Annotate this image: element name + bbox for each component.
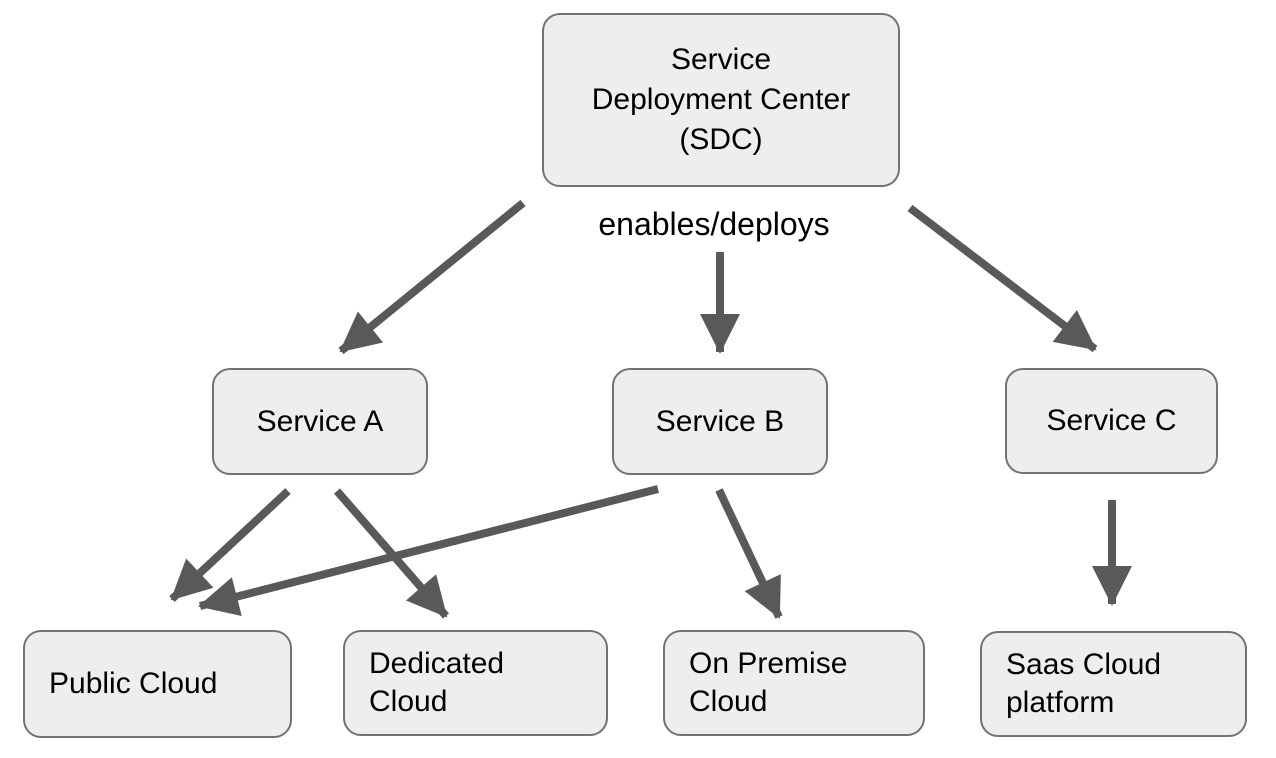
node-label-line: (SDC)	[679, 123, 763, 156]
node-label-line: Public Cloud	[49, 667, 218, 700]
node-service-deployment-center: Service Deployment Center (SDC)	[542, 13, 900, 187]
node-on-premise-cloud: On Premise Cloud	[663, 630, 925, 736]
edge-label-enables-deploys: enables/deploys	[598, 206, 830, 242]
node-label-line: Deployment Center	[591, 83, 851, 116]
node-service-c: Service C	[1005, 368, 1218, 474]
node-label-line: Cloud	[369, 685, 448, 718]
edge-service-a-to-public-cloud	[169, 488, 291, 602]
node-label-line: platform	[1006, 686, 1115, 719]
node-label-line: Dedicated	[369, 647, 505, 680]
node-service-a: Service A	[212, 368, 428, 475]
node-service-b: Service B	[612, 368, 828, 475]
edge-service-b-to-on-premise-cloud	[715, 488, 783, 619]
node-dedicated-cloud: Dedicated Cloud	[343, 630, 608, 736]
node-label-line: On Premise	[689, 647, 848, 680]
node-label-line: Service	[670, 43, 772, 76]
node-label-line: Cloud	[689, 685, 768, 718]
edge-service-b-to-public-cloud	[198, 485, 659, 616]
node-label-line: Service C	[1046, 404, 1177, 437]
node-public-cloud: Public Cloud	[23, 630, 292, 738]
node-label-line: Saas Cloud	[1006, 648, 1162, 681]
edge-sdc-to-service-c	[907, 204, 1098, 353]
node-label-line: Service B	[655, 404, 785, 438]
node-label-line: Service A	[256, 404, 384, 438]
node-saas-cloud-platform: Saas Cloud platform	[980, 631, 1247, 737]
edge-sdc-to-service-a	[338, 199, 526, 355]
